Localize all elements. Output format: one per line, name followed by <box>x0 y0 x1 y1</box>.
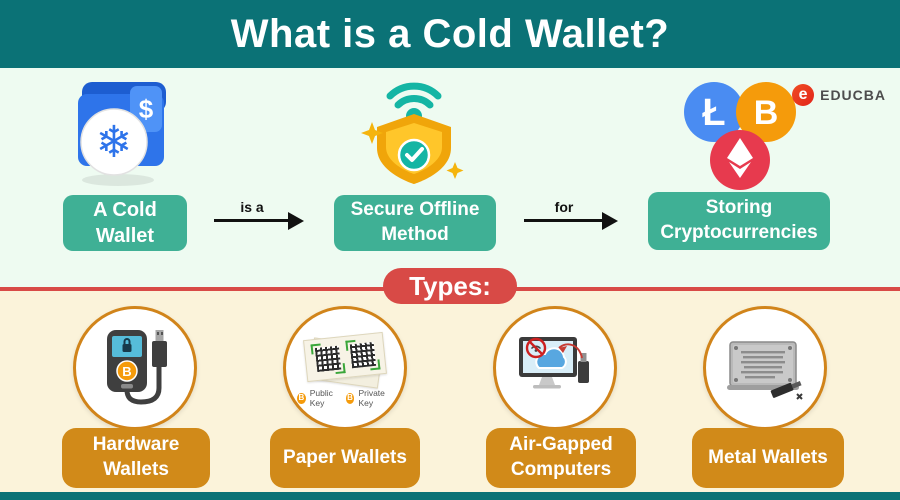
svg-text:B: B <box>122 364 131 379</box>
bitcoin-coin-icon: B <box>345 392 355 404</box>
metal-wallet-icon <box>727 341 803 400</box>
page-title: What is a Cold Wallet? <box>230 11 670 56</box>
type-label-hardware-wallets: Hardware Wallets <box>62 428 210 488</box>
sparkle-icon <box>446 162 464 179</box>
paper-wallet-circle: B Public Key B Private Key <box>283 306 407 430</box>
brand-logo: e EDUCBA <box>792 84 886 106</box>
paper-sheet <box>303 331 387 383</box>
snowflake-icon: ❄ <box>96 117 133 168</box>
bitcoin-coin-icon: B <box>736 82 796 142</box>
paper-wallet-icon: B Public Key B Private Key <box>297 320 393 416</box>
cryptocurrency-coins-icon: Ł B <box>684 82 796 190</box>
footer-band <box>0 492 900 500</box>
ethereum-coin-icon <box>710 130 770 190</box>
qr-code-icon <box>347 340 378 371</box>
type-label-air-gapped-computers: Air-Gapped Computers <box>486 428 636 488</box>
header-band: What is a Cold Wallet? <box>0 0 900 68</box>
hardware-wallet-icon: B <box>107 330 167 405</box>
key-labels: B Public Key B Private Key <box>297 388 393 408</box>
dollar-symbol: $ <box>139 94 154 124</box>
types-heading: Types: <box>383 268 517 304</box>
private-key-label: Private Key <box>358 388 385 408</box>
svg-text:Ł: Ł <box>702 92 725 134</box>
hardware-wallet-circle: B <box>73 306 197 430</box>
litecoin-coin-icon: Ł <box>684 82 744 142</box>
connector-for: for <box>524 199 618 230</box>
bitcoin-coin-icon: B <box>297 392 306 404</box>
type-label-metal-wallets: Metal Wallets <box>692 428 844 488</box>
cold-wallet-icon: $ ❄ <box>78 82 166 186</box>
svg-text:B: B <box>754 94 779 132</box>
brand-name: EDUCBA <box>820 87 886 103</box>
metal-wallet-circle <box>703 306 827 430</box>
type-label-paper-wallets: Paper Wallets <box>270 428 420 488</box>
step-storing-cryptocurrencies: Storing Cryptocurrencies <box>648 192 830 250</box>
public-key-label: Public Key <box>309 388 333 408</box>
secure-offline-shield-icon <box>361 82 464 184</box>
arrow-right-icon <box>214 211 304 230</box>
connector-is-a: is a <box>214 199 304 230</box>
connector-label: is a <box>240 199 264 215</box>
sparkle-icon <box>361 122 383 144</box>
air-gapped-computer-circle <box>493 306 617 430</box>
air-gapped-computer-icon <box>519 337 589 389</box>
educba-logo-icon: e <box>792 84 815 106</box>
step-secure-offline-method: Secure Offline Method <box>334 195 496 251</box>
qr-code-icon <box>312 343 343 374</box>
arrow-right-icon <box>524 211 618 230</box>
step-a-cold-wallet: A Cold Wallet <box>63 195 187 251</box>
connector-label: for <box>554 199 574 215</box>
